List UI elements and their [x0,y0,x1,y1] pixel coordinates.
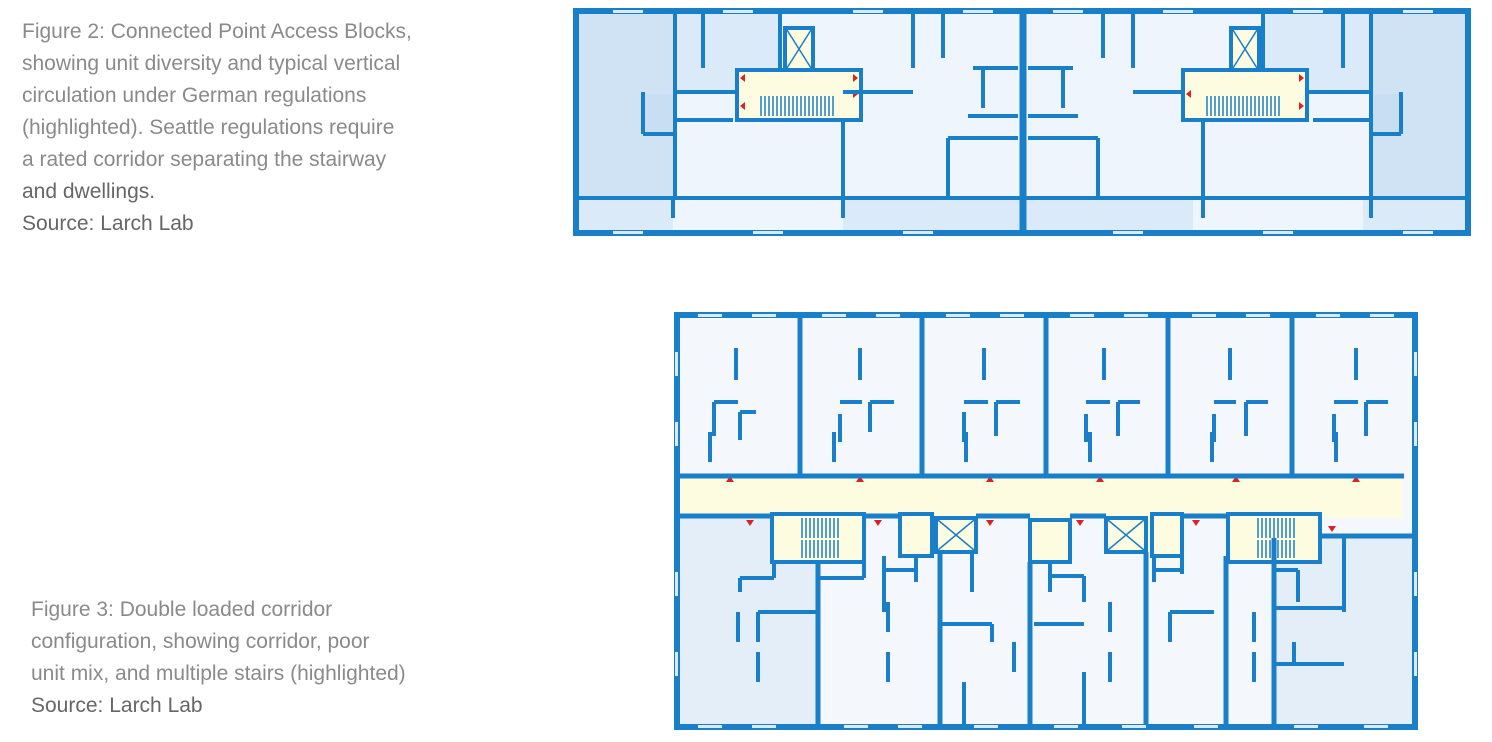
stair-treads [760,96,834,116]
lobby [1028,518,1072,564]
caption-line: showing unit diversity and typical verti… [22,52,401,75]
elevator-cross [937,519,975,551]
stair-landing [735,68,863,122]
corridor [680,476,1402,564]
caption-line: Figure 3: Double loaded corridor [31,598,333,621]
door-arrow [740,102,745,110]
stair-treads [801,518,1295,558]
door-arrow [740,74,745,82]
caption-line: Figure 2: Connected Point Access Blocks, [22,20,412,43]
plan-walls [674,312,1418,730]
door-arrows [726,476,1360,532]
figure-3-floor-plan [674,312,1418,730]
plan-walls [573,8,1471,236]
stair-treads [1206,96,1280,116]
door-arrow [1299,74,1304,82]
figure-3-source: Source: Larch Lab [31,694,203,717]
corridor-floor [680,478,1402,518]
room [1371,94,1401,134]
window-marks [613,10,1433,234]
room [1193,198,1363,232]
caption-line: (highlighted). Seattle regulations requi… [22,116,395,139]
figure-2-source: Source: Larch Lab [22,212,194,235]
door-arrow [1186,90,1191,98]
lobby [1150,512,1184,558]
caption-line: unit mix, and multiple stairs (highlight… [31,662,406,685]
circulation-core-right [1181,26,1309,122]
elevator-cross [1232,29,1258,69]
window-marks [675,314,1417,728]
door-arrow [1299,102,1304,110]
stair-landing [1181,68,1309,122]
caption-line: a rated corridor separating the stairway [22,148,387,171]
room [673,198,843,232]
figure-2-caption: Figure 2: Connected Point Access Blocks,… [22,16,492,240]
elevator-cross [786,29,812,69]
lobby [898,512,934,558]
caption-line: circulation under German regulations [22,84,367,107]
caption-line: and dwellings. [22,180,156,203]
caption-line: configuration, showing corridor, poor [31,630,370,653]
circulation-core-left [735,26,863,122]
figure-2-floor-plan [573,8,1471,236]
room [643,94,673,134]
figure-3-caption: Figure 3: Double loaded corridor configu… [31,594,501,722]
door-arrow [853,74,858,82]
elevator-cross [1107,519,1145,551]
